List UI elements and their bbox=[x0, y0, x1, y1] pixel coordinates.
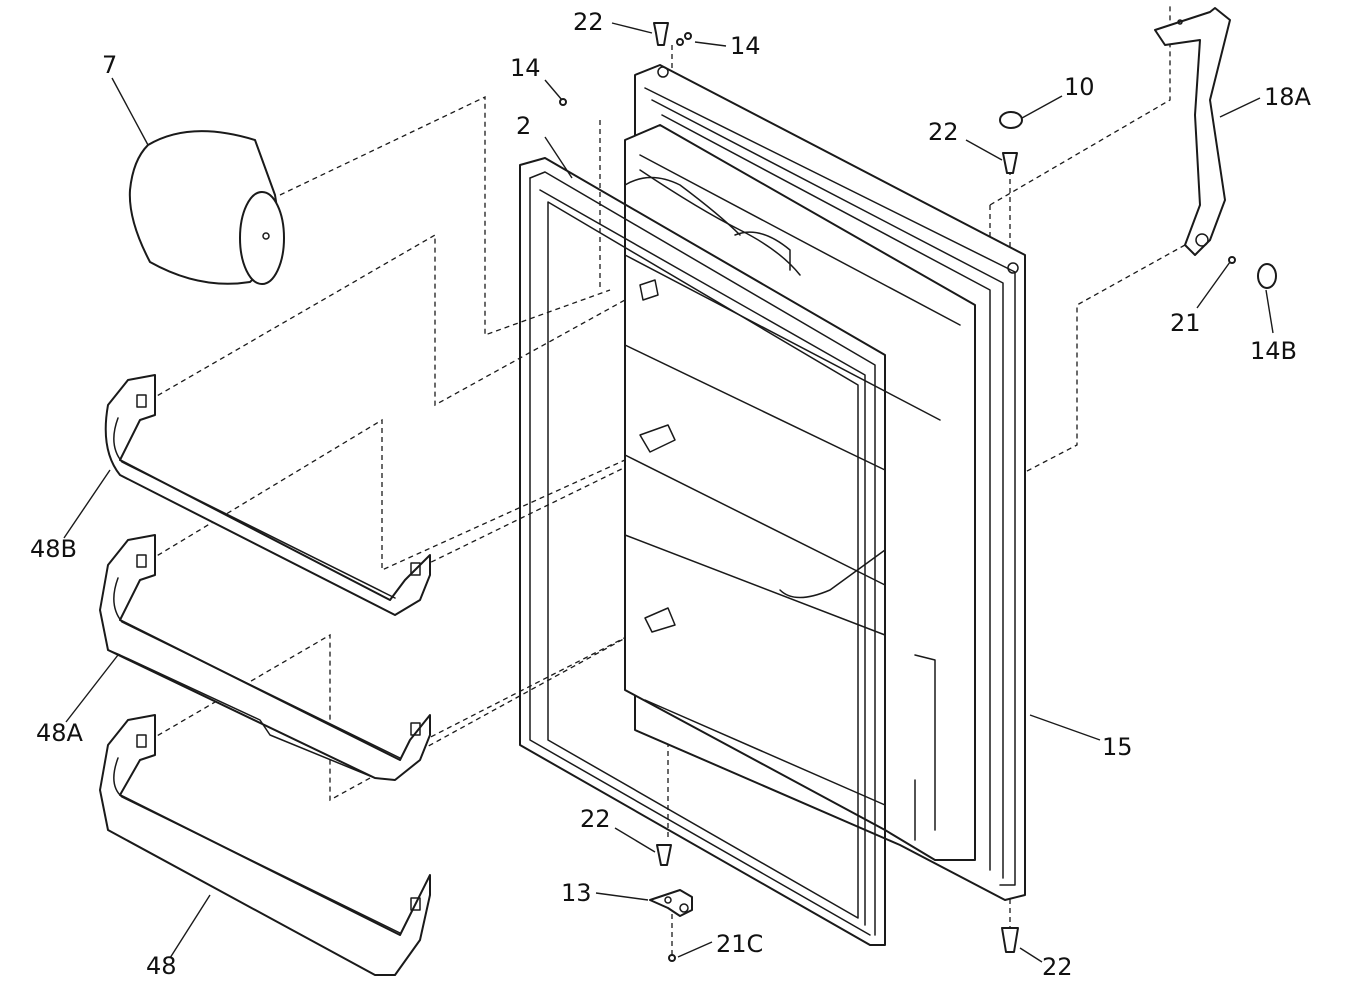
part-48b-shelf-bin bbox=[104, 374, 431, 616]
callout-2: 2 bbox=[516, 112, 531, 140]
part-7-cylinder bbox=[128, 130, 285, 285]
callout-22-top: 22 bbox=[573, 8, 604, 36]
leader-lines bbox=[63, 22, 1274, 963]
callout-labels: 22 14 14 10 22 18A 7 2 21 14B 48B 48A 15… bbox=[30, 8, 1312, 981]
callout-10: 10 bbox=[1064, 73, 1095, 101]
callout-14-left: 14 bbox=[510, 54, 541, 82]
callout-21: 21 bbox=[1170, 309, 1201, 337]
part-48a-shelf-bin bbox=[99, 534, 431, 781]
callout-18a: 18A bbox=[1264, 83, 1312, 111]
callout-22-right: 22 bbox=[928, 118, 959, 146]
part-2-gasket bbox=[519, 157, 886, 946]
fasteners bbox=[559, 22, 1277, 962]
callout-22-bottom-right: 22 bbox=[1042, 953, 1073, 981]
callout-7: 7 bbox=[102, 51, 117, 79]
callout-14-top: 14 bbox=[730, 32, 761, 60]
callout-48a: 48A bbox=[36, 719, 84, 747]
part-18a-hinge bbox=[1154, 7, 1231, 256]
callout-13: 13 bbox=[561, 879, 592, 907]
callout-48: 48 bbox=[146, 952, 177, 980]
callout-48b: 48B bbox=[30, 535, 77, 563]
callout-14b: 14B bbox=[1250, 337, 1297, 365]
callout-15: 15 bbox=[1102, 733, 1133, 761]
part-48-shelf-bin bbox=[99, 714, 431, 976]
callout-22-lower-left: 22 bbox=[580, 805, 611, 833]
callout-21c: 21C bbox=[716, 930, 763, 958]
door-inner-liner bbox=[624, 124, 976, 861]
